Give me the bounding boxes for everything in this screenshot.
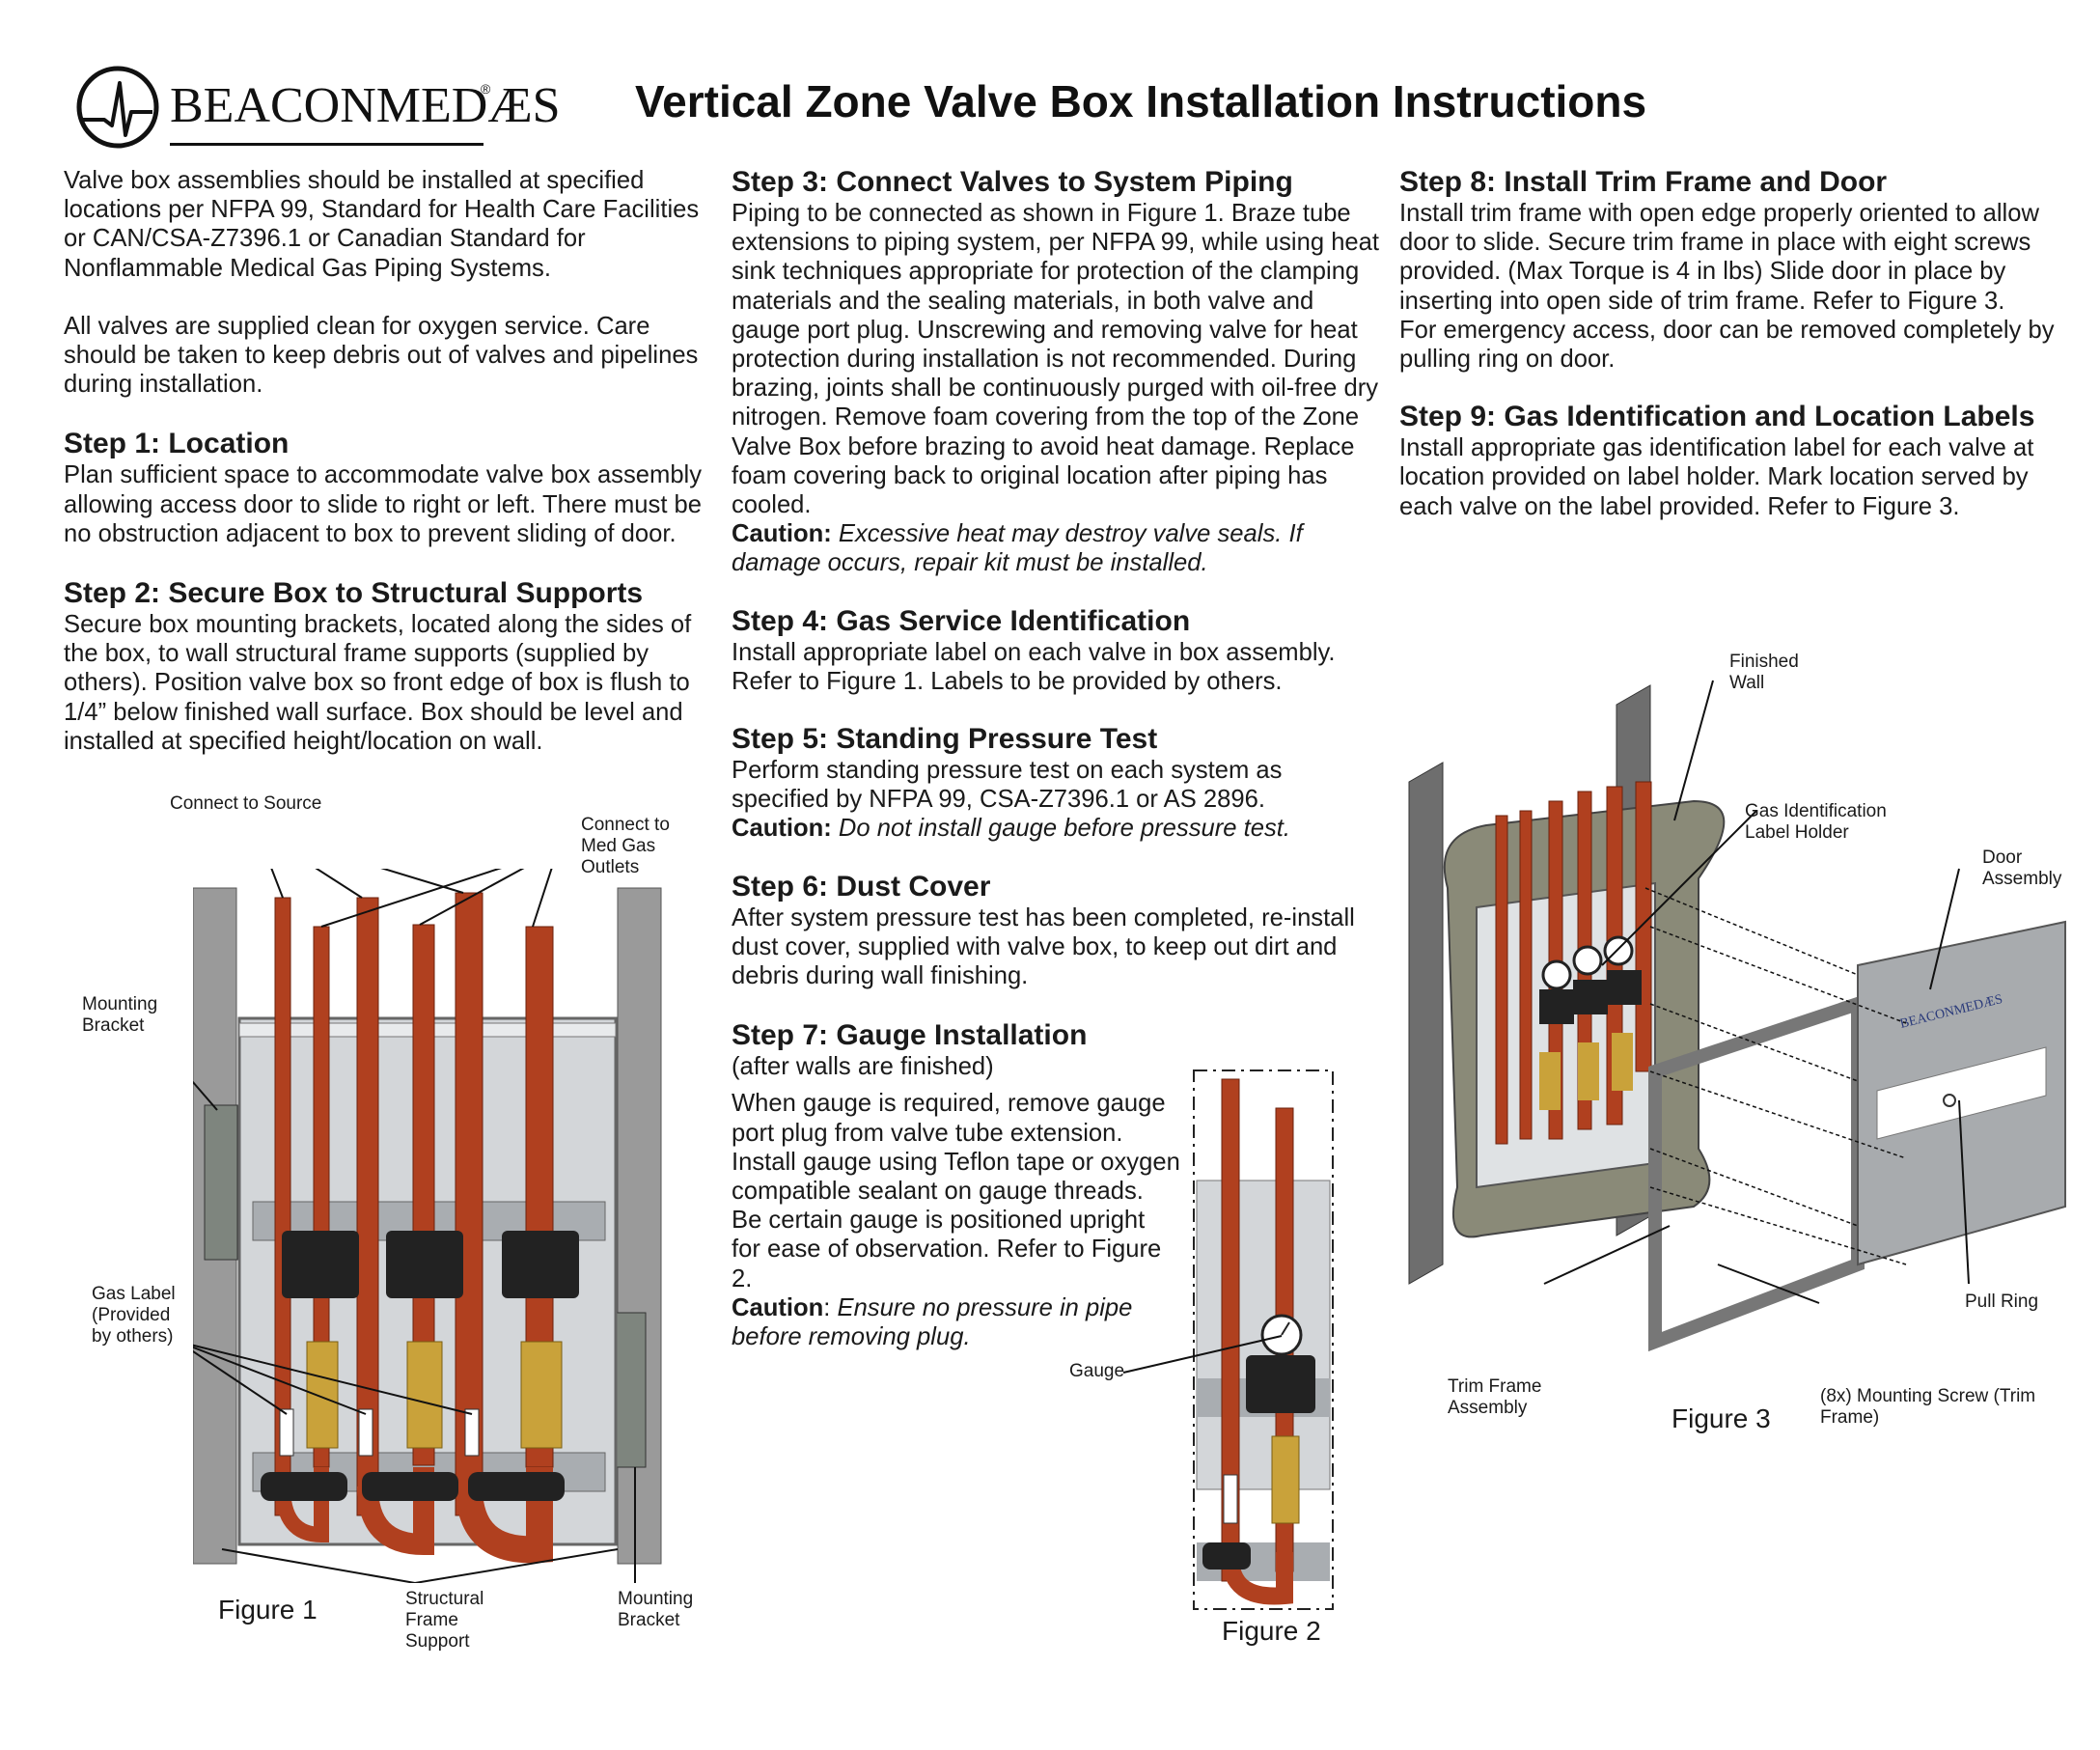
fig1-label-bracket-left: Mounting Bracket [82,994,158,1036]
caution-label: Caution: [732,520,832,548]
page-title: Vertical Zone Valve Box Installation Ins… [635,76,1647,126]
figure1-caption: Figure 1 [218,1595,318,1625]
step7-body: When gauge is required, remove gauge por… [732,1090,1180,1292]
step8-heading: Step 8: Install Trim Frame and Door [1399,166,1888,198]
step1-body: Plan sufficient space to accommodate val… [64,461,703,547]
fig3-label-screws: (8x) Mounting Screw (Trim Frame) [1820,1386,2036,1428]
step2-body: Secure box mounting brackets, located al… [64,611,692,755]
step5-heading: Step 5: Standing Pressure Test [732,723,1158,756]
column-left: Valve box assemblies should be installed… [64,166,720,756]
column-right: Step 8: Install Trim Frame and Door Inst… [1399,166,2056,521]
registered-mark: ® [481,81,491,97]
step9-body: Install appropriate gas identification l… [1399,434,2034,520]
fig3-label-door: Door Assembly [1982,847,2062,889]
step1-heading: Step 1: Location [64,428,290,460]
fig3-label-pull-ring: Pull Ring [1965,1292,2039,1312]
brand-name: BEACONMEDÆS [170,78,561,133]
fig1-label-bracket-right: Mounting Bracket [618,1589,694,1630]
caution-label: Caution: [732,815,832,843]
caution-label: Caution [732,1293,824,1321]
step4-body: Install appropriate label on each valve … [732,638,1336,695]
figure2-illustration [1193,1069,1334,1610]
step7-caution: Caution: Ensure no pressure in pipe befo… [732,1293,1133,1351]
step3-caution: Caution: Excessive heat may destroy valv… [732,519,1380,577]
step8-body: Install trim frame with open edge proper… [1399,200,2039,315]
step6-heading: Step 6: Dust Cover [732,870,991,903]
step7-heading: Step 7: Gauge Installation [732,1019,1088,1052]
intro-paragraph-2: All valves are supplied clean for oxygen… [64,312,699,399]
step9-heading: Step 9: Gas Identification and Location … [1399,401,2035,433]
step7-subheading: (after walls are finished) [732,1053,994,1081]
logo-heartbeat-icon [76,66,159,149]
caution-text: Do not install gauge before pressure tes… [838,815,1290,843]
step3-body: Piping to be connected as shown in Figur… [732,200,1380,519]
step3-heading: Step 3: Connect Valves to System Piping [732,166,1293,198]
step5-body: Perform standing pressure test on each s… [732,757,1283,814]
caution-text: Excessive heat may destroy valve seals. … [732,520,1303,577]
figure2-caption: Figure 2 [1222,1616,1321,1646]
step2-heading: Step 2: Secure Box to Structural Support… [64,577,644,610]
fig3-label-trim: Trim Frame Assembly [1448,1376,1542,1418]
figure1-illustration [193,869,662,1583]
fig1-label-source: Connect to Source [170,793,322,814]
fig3-label-label-holder: Gas Identification Label Holder [1745,801,1887,843]
step4-heading: Step 4: Gas Service Identification [732,604,1191,637]
fig2-label-gauge: Gauge [1069,1361,1125,1381]
intro-paragraph-1: Valve box assemblies should be installed… [64,167,700,282]
brand-logo: BEACONMEDÆS ® [75,64,561,160]
step5-caution: Caution: Do not install gauge before pre… [732,814,1380,843]
logo-underline [170,143,484,146]
caution-text: Ensure no pressure in pipe before removi… [732,1293,1133,1351]
step8-body-2: For emergency access, door can be remove… [1399,316,2055,374]
figure3-caption: Figure 3 [1672,1403,1771,1433]
figure2-gauge-leader [1122,1335,1283,1374]
fig1-label-gas-label: Gas Label (Provided by others) [92,1284,176,1347]
column-middle: Step 3: Connect Valves to System Piping … [732,166,1380,1351]
fig1-label-outlets: Connect to Med Gas Outlets [581,815,670,877]
fig3-label-finished-wall: Finished Wall [1729,652,1799,693]
fig1-label-structural: Structural Frame Support [405,1589,484,1652]
step6-body: After system pressure test has been comp… [732,903,1355,990]
figure3-illustration: BEACONMEDÆS [1408,680,2066,1352]
